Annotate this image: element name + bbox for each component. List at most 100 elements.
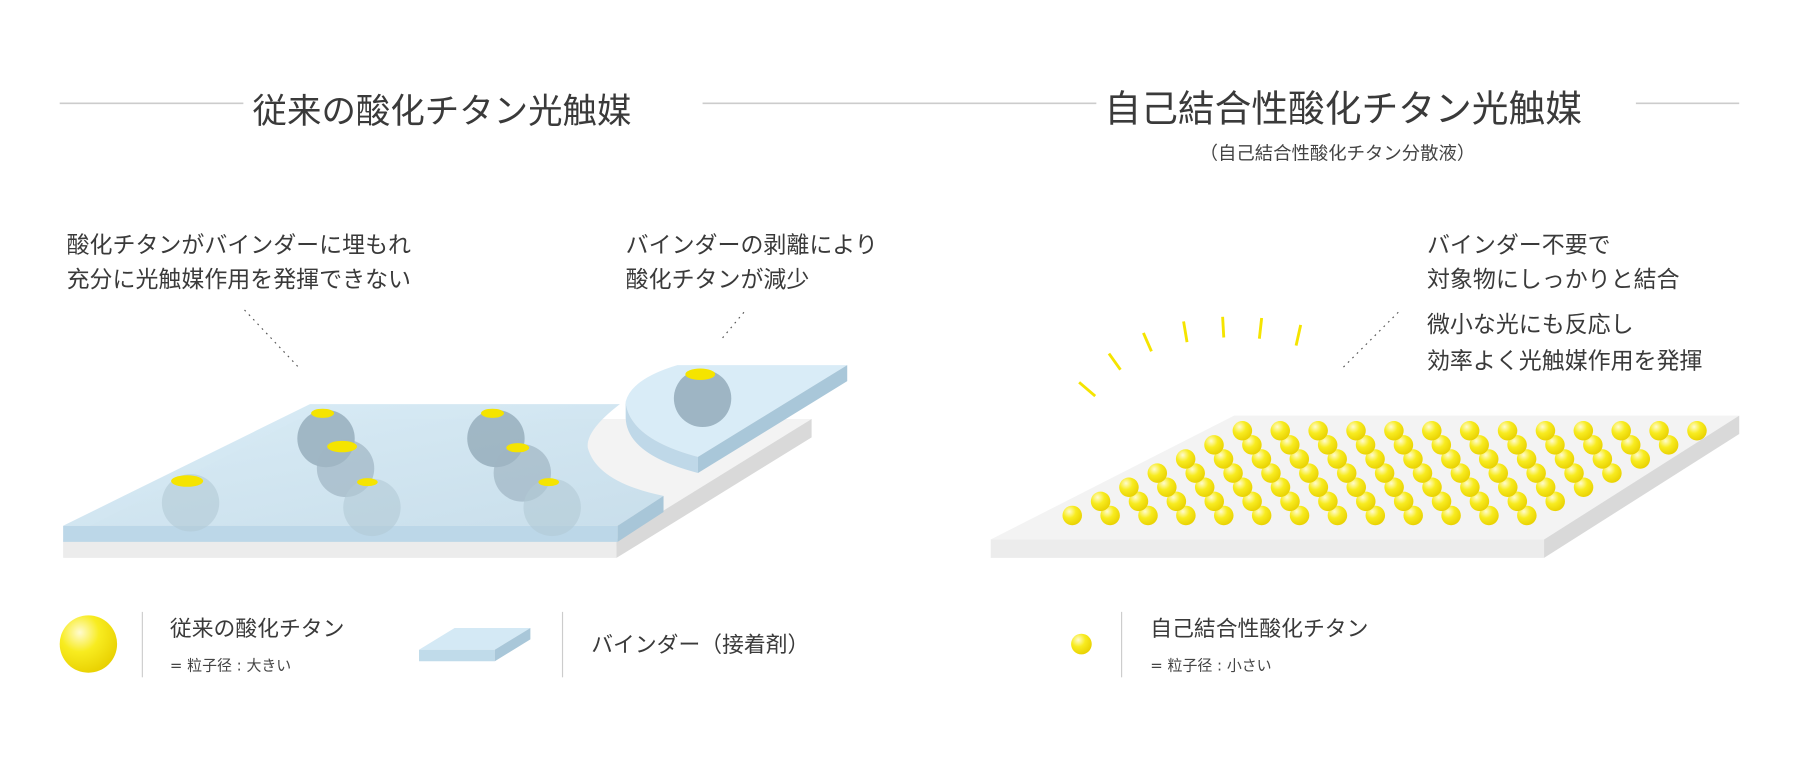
right-note-2: 微小な光にも反応し 効率よく光触媒作用を発揮 [1427, 305, 1703, 378]
right-title: 自己結合性酸化チタン光触媒 [1104, 87, 1582, 131]
particle [1649, 420, 1669, 441]
particle [1517, 505, 1537, 526]
particle [1176, 505, 1196, 526]
particle [1232, 420, 1253, 441]
particle [1261, 463, 1281, 483]
note-line: バインダーの剥離により [625, 230, 878, 259]
particle [1194, 477, 1215, 497]
legend-small-particle-icon [1071, 633, 1092, 655]
particle [1507, 435, 1527, 455]
particle [1535, 477, 1556, 497]
particle [1270, 477, 1291, 497]
light-ray [1182, 321, 1189, 343]
particle [1365, 449, 1385, 469]
note-line: 酸化チタンが減少 [625, 265, 810, 293]
particle [1138, 505, 1158, 526]
particle [1573, 477, 1594, 497]
particle [1119, 477, 1139, 497]
particle [1308, 420, 1328, 441]
particle [1488, 463, 1509, 483]
particle [1497, 420, 1518, 441]
light-ray [1221, 316, 1226, 338]
particle [1204, 491, 1224, 512]
particle [1090, 491, 1111, 512]
particle [1602, 463, 1622, 483]
light-ray [1257, 317, 1264, 339]
particle [1204, 435, 1224, 455]
particle [1251, 449, 1272, 469]
light-ray [1078, 381, 1097, 398]
note-line: 充分に光触媒作用を発揮できない [66, 265, 411, 293]
particle [1166, 491, 1187, 512]
particle [1365, 505, 1386, 526]
particle [1327, 449, 1347, 469]
particle [1460, 477, 1480, 497]
legend-binder-icon [419, 627, 531, 662]
particle [1564, 463, 1584, 483]
light-rays-icon [1078, 316, 1303, 398]
particle [1545, 491, 1565, 512]
particle [1251, 505, 1272, 526]
particle [1422, 420, 1442, 441]
peeled-binder [625, 365, 848, 473]
particle [1422, 477, 1442, 497]
particle [1223, 463, 1243, 483]
particle [1232, 477, 1253, 497]
particles-embedded [161, 408, 581, 537]
particle [1516, 449, 1537, 469]
left-note-1: 酸化チタンがバインダーに埋もれ 充分に光触媒作用を発揮できない [67, 227, 411, 296]
particle [1185, 463, 1205, 483]
particle [1214, 505, 1234, 526]
particle [1318, 491, 1338, 512]
particle [1630, 449, 1651, 469]
particle [1403, 449, 1423, 469]
particle [1299, 463, 1319, 483]
particle [1270, 420, 1291, 441]
leader-line [1340, 311, 1399, 371]
note-line: 酸化チタンがバインダーに埋もれ [66, 230, 411, 259]
particle [1441, 449, 1461, 469]
note-line: 対象物にしっかりと結合 [1426, 265, 1680, 293]
particle [1592, 449, 1613, 469]
particle [1374, 463, 1395, 483]
particle [1412, 463, 1433, 483]
particle [1403, 505, 1423, 526]
note-line: 微小な光にも反応し [1426, 309, 1634, 338]
particle [1469, 435, 1489, 455]
particle [1507, 491, 1528, 512]
particle [1308, 477, 1329, 497]
particle [1157, 477, 1177, 497]
particle [1100, 505, 1120, 526]
particle [1583, 435, 1603, 455]
particle [1336, 463, 1357, 483]
particle [1535, 420, 1556, 441]
particle [1620, 435, 1641, 455]
legend-selfbinding-sub: = 粒子径 : 小さい [1150, 657, 1272, 676]
legend-conventional-sub: = 粒子径 : 大きい [169, 657, 292, 676]
particle [1346, 420, 1366, 441]
particle [1441, 505, 1461, 526]
right-note-1: バインダー不要で 対象物にしっかりと結合 [1427, 227, 1680, 296]
particle [1289, 449, 1310, 469]
particle [1280, 491, 1300, 512]
particle [1317, 435, 1338, 455]
particle [1327, 505, 1348, 526]
legend-large-particle-icon [59, 615, 118, 673]
particle [1175, 449, 1196, 469]
particle [1356, 491, 1376, 512]
particle [1355, 435, 1376, 455]
particle [1658, 435, 1679, 455]
particle [1280, 435, 1300, 455]
legend-selfbinding-label: 自己結合性酸化チタン [1150, 616, 1369, 642]
particle [1554, 449, 1575, 469]
particle [1384, 477, 1404, 497]
particle [1346, 477, 1367, 497]
legend-binder-label: バインダー（接着剤） [591, 632, 810, 658]
particle [1450, 463, 1471, 483]
leader-line [244, 309, 302, 371]
particle [1393, 435, 1414, 455]
left-note-2: バインダーの剥離により 酸化チタンが減少 [626, 227, 878, 296]
particle [1545, 435, 1565, 455]
